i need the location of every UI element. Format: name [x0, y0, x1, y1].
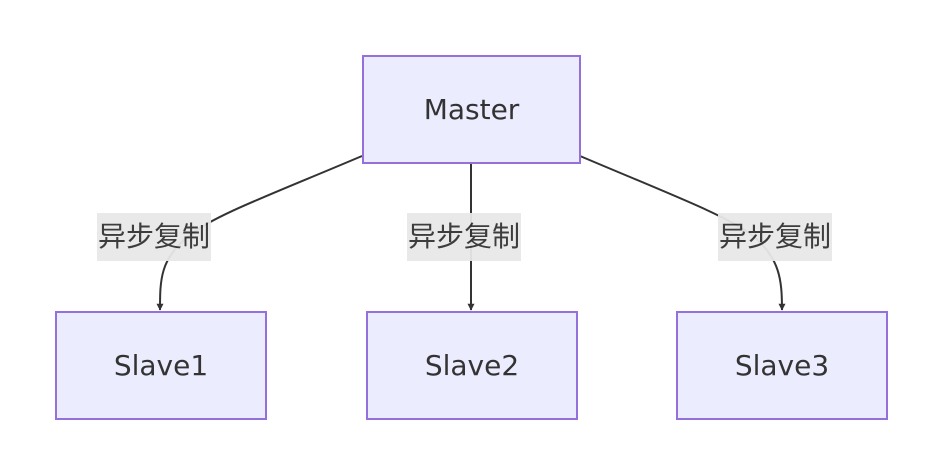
node-slave3-label: Slave3 — [734, 349, 830, 382]
edge-label-slave1: 异步复制 — [97, 213, 212, 261]
edge-label-slave3: 异步复制 — [718, 213, 833, 261]
node-slave1[interactable]: Slave1 — [55, 311, 267, 420]
node-master[interactable]: Master — [362, 55, 581, 164]
node-slave1-label: Slave1 — [113, 349, 209, 382]
edge-label-slave2: 异步复制 — [407, 213, 522, 261]
node-slave2[interactable]: Slave2 — [366, 311, 578, 420]
node-slave3[interactable]: Slave3 — [676, 311, 888, 420]
node-slave2-label: Slave2 — [424, 349, 520, 382]
node-master-label: Master — [423, 93, 520, 126]
